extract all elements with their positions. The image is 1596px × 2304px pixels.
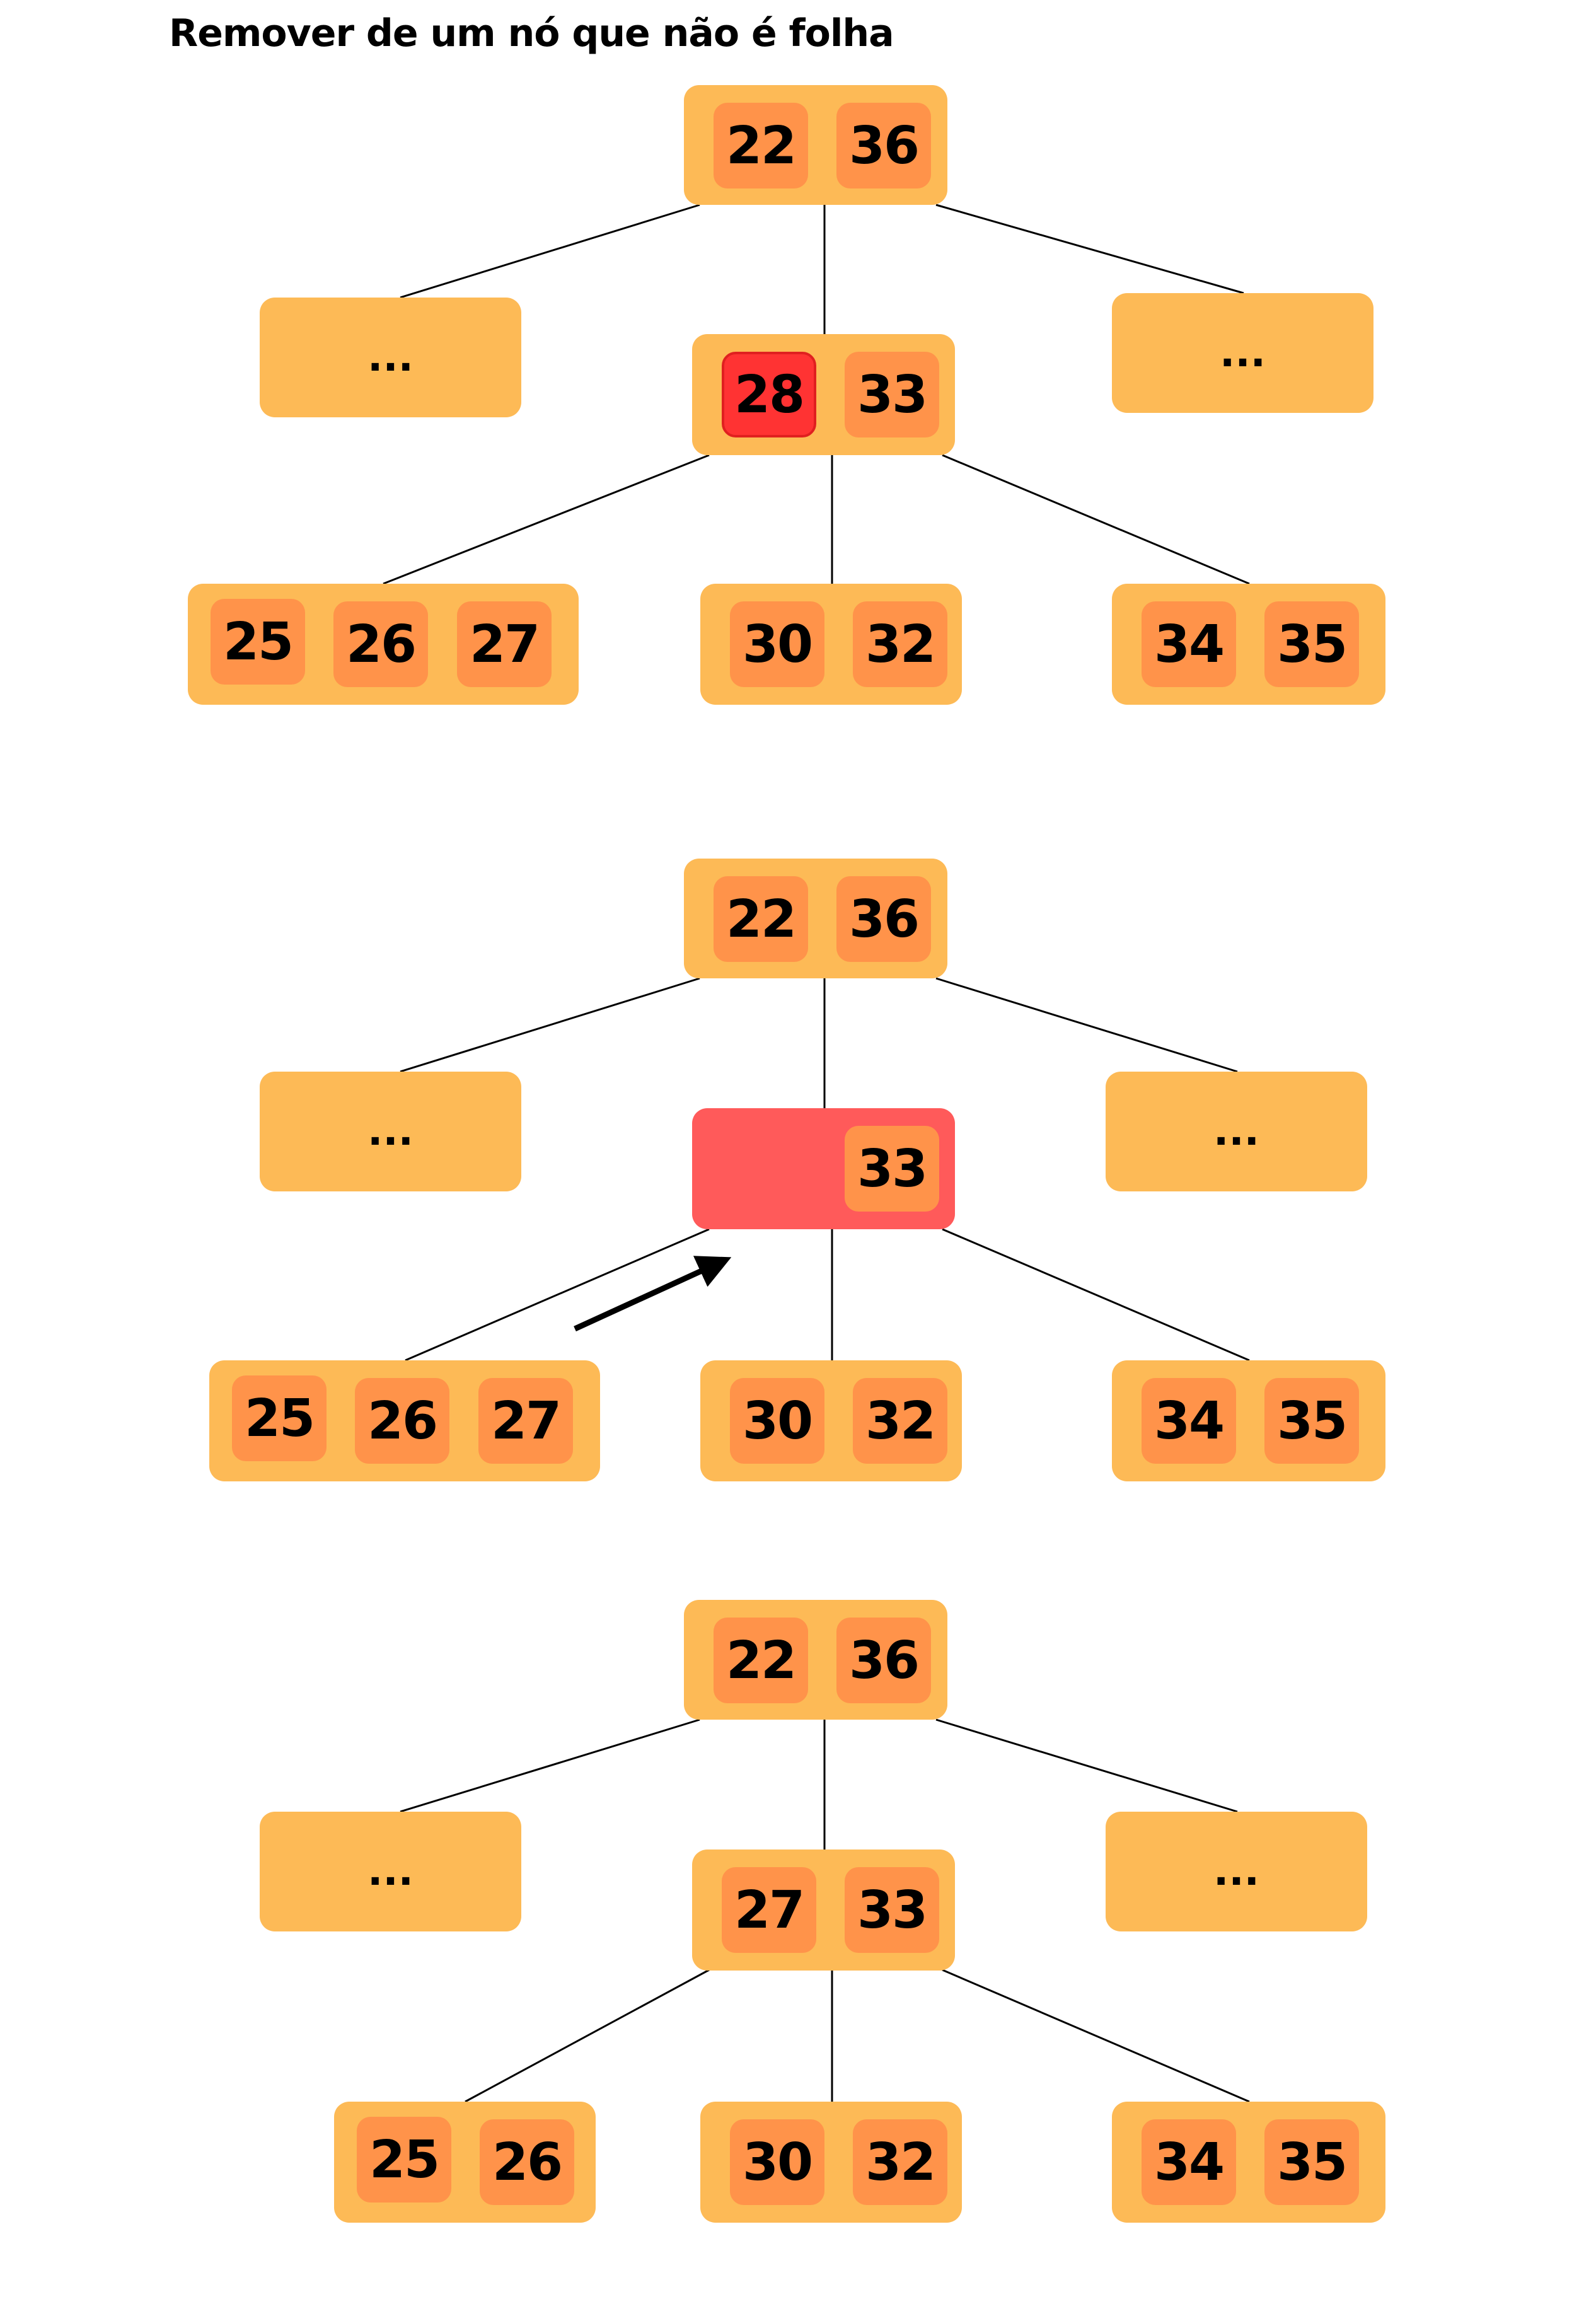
root-node: 22 36 (684, 1600, 947, 1720)
edge-root-left (400, 977, 700, 1073)
key: 22 (714, 1618, 808, 1703)
edge-root-right (935, 977, 1238, 1073)
ellipsis: ... (1213, 1848, 1259, 1895)
key: 35 (1264, 1378, 1359, 1464)
key: 32 (853, 2119, 947, 2205)
key: 33 (845, 1126, 939, 1212)
leaf-node: 30 32 (700, 584, 962, 705)
key: 30 (730, 2119, 824, 2205)
key: 34 (1142, 2119, 1236, 2205)
key: 36 (836, 103, 931, 188)
edge-mid-left (383, 454, 710, 585)
right-subtree-node: ... (1106, 1812, 1367, 1931)
key: 25 (232, 1375, 327, 1461)
ellipsis: ... (1220, 330, 1266, 376)
root-node: 22 36 (684, 859, 947, 978)
key: 26 (355, 1378, 449, 1464)
leaf-node: 30 32 (700, 1360, 962, 1481)
edge-mid-right (942, 1228, 1250, 1362)
edge-mid-left (405, 1228, 710, 1362)
key: 35 (1264, 601, 1359, 687)
key: 33 (845, 1867, 939, 1953)
left-subtree-node: ... (260, 298, 521, 417)
edge-mid-right (942, 454, 1250, 585)
ellipsis: ... (1213, 1108, 1259, 1155)
internal-node: 27 33 (692, 1850, 955, 1971)
key: 27 (457, 601, 552, 687)
edge-mid-left (465, 1969, 710, 2103)
key: 32 (853, 1378, 947, 1464)
leaf-node: 25 26 (334, 2102, 596, 2223)
key: 26 (333, 601, 428, 687)
key: 34 (1142, 1378, 1236, 1464)
key: 25 (357, 2117, 451, 2203)
key: 27 (722, 1867, 816, 1953)
key: 34 (1142, 601, 1236, 687)
key: 26 (480, 2119, 574, 2205)
edge-root-left (400, 1718, 700, 1813)
key: 30 (730, 601, 824, 687)
internal-node: 28 33 (692, 334, 955, 455)
right-subtree-node: ... (1106, 1072, 1367, 1191)
key: 30 (730, 1378, 824, 1464)
underflow-node: 33 (692, 1108, 955, 1229)
key: 22 (714, 876, 808, 962)
leaf-node: 34 35 (1112, 1360, 1385, 1481)
right-subtree-node: ... (1112, 293, 1373, 413)
leaf-node: 34 35 (1112, 2102, 1385, 2223)
left-subtree-node: ... (260, 1072, 521, 1191)
page-title: Remover de um nó que não é folha (169, 11, 894, 55)
leaf-node: 25 26 27 (188, 584, 579, 705)
key: 27 (478, 1378, 573, 1464)
edge-mid-right (942, 1969, 1250, 2103)
key: 36 (836, 1618, 931, 1703)
key: 36 (836, 876, 931, 962)
left-subtree-node: ... (260, 1812, 521, 1931)
ellipsis: ... (367, 334, 413, 381)
root-node: 22 36 (684, 85, 947, 205)
key: 33 (845, 352, 939, 437)
key: 22 (714, 103, 808, 188)
leaf-node: 30 32 (700, 2102, 962, 2223)
leaf-node: 25 26 27 (209, 1360, 600, 1481)
key: 32 (853, 601, 947, 687)
leaf-node: 34 35 (1112, 584, 1385, 705)
edge-root-right (935, 204, 1244, 294)
ellipsis: ... (367, 1108, 413, 1155)
deleted-key: 28 (722, 352, 816, 437)
move-arrow (574, 1256, 732, 1332)
edge-root-left (400, 204, 700, 299)
edge-root-right (935, 1718, 1238, 1813)
key: 35 (1264, 2119, 1359, 2205)
key: 25 (211, 599, 305, 685)
ellipsis: ... (367, 1848, 413, 1895)
